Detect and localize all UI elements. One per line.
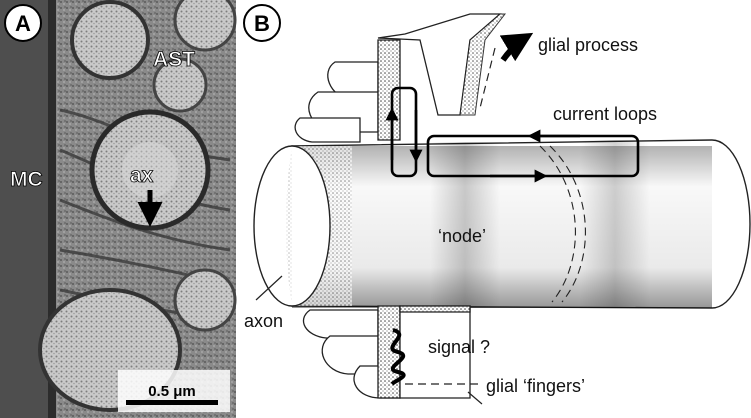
panel-b-badge-text: B: [254, 11, 270, 36]
scale-bar-label: 0.5 μm: [148, 383, 196, 400]
scale-bar: [126, 400, 218, 405]
label-glial-process: glial process: [538, 35, 638, 55]
glial-process-arrow: [503, 36, 528, 60]
panel-a-badge: A: [5, 5, 41, 41]
upper-paranodal-loops: [295, 40, 400, 142]
panel-b-badge: B: [244, 5, 280, 41]
label-mc: MC: [10, 168, 43, 191]
label-glial-fingers: glial ‘fingers’: [486, 376, 585, 396]
label-signal: signal ?: [428, 337, 490, 357]
label-current-loops: current loops: [553, 104, 657, 124]
label-ast: AST: [153, 48, 195, 71]
panel-a-micrograph: [0, 0, 236, 418]
label-node: ‘node’: [438, 226, 486, 246]
panel-a-badge-text: A: [15, 11, 31, 36]
label-axon: axon: [244, 311, 283, 331]
axon-cylinder: [254, 140, 750, 308]
label-ax: ax: [130, 164, 154, 187]
panel-b-diagram: [254, 14, 750, 404]
